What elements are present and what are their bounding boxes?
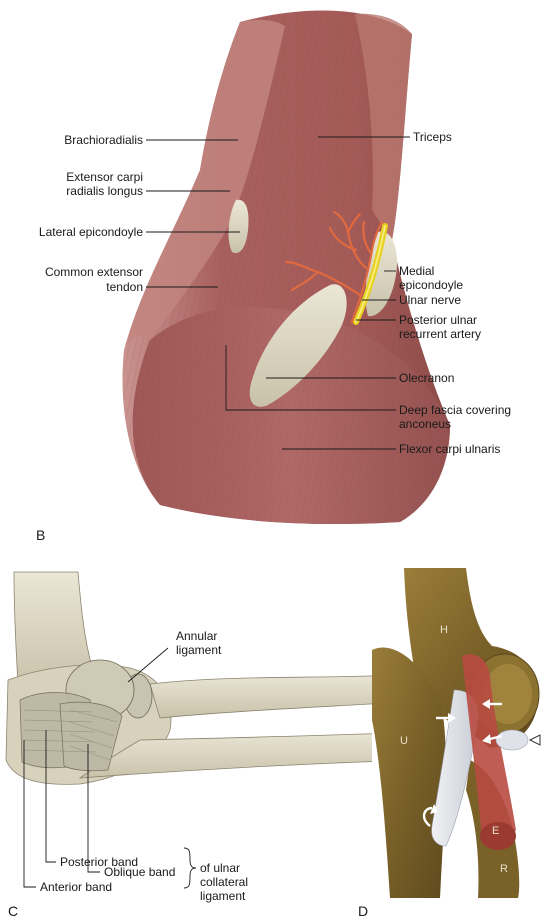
label-brachioradialis: Brachioradialis — [64, 133, 143, 147]
label-deep-fascia-line2: anconeus — [399, 417, 451, 431]
arrow-markers-d — [436, 699, 503, 744]
panel-letter-d: D — [358, 903, 368, 919]
label-ucl-line2: collateral — [200, 875, 248, 889]
label-medial-line2: epicondoyle — [399, 278, 463, 292]
panel-c-leaders — [23, 647, 197, 889]
panel-b-illustration — [122, 10, 450, 525]
label-olecranon: Olecranon — [399, 371, 454, 385]
panel-d-labels: H U E R D — [358, 624, 508, 919]
arrowhead-outline-d — [528, 734, 541, 746]
brachioradialis-muscle — [126, 19, 285, 345]
label-triceps: Triceps — [413, 130, 452, 144]
panel-b-labels: Brachioradialis Extensor carpi radialis … — [36, 130, 511, 543]
panel-d-illustration — [372, 568, 542, 898]
label-common-extensor-line2: tendon — [106, 280, 143, 294]
posterior-ulnar-recurrent-artery — [284, 210, 384, 324]
label-fcu: Flexor carpi ulnaris — [399, 442, 500, 456]
label-ulnar-nerve: Ulnar nerve — [399, 293, 461, 307]
label-medial-line1: Medial — [399, 264, 434, 278]
label-deep-fascia-line1: Deep fascia covering — [399, 403, 511, 417]
bone-label-r: R — [500, 863, 508, 875]
olecranon-bone — [249, 284, 347, 407]
label-ucl-line1: of ulnar — [200, 861, 240, 875]
label-ecrl-line2: radialis longus — [66, 184, 143, 198]
panel-letter-b: B — [36, 527, 45, 543]
panel-b-leaders — [146, 136, 410, 450]
label-posterior-band: Posterior band — [60, 855, 138, 869]
muscle-band-d — [462, 654, 516, 846]
label-ecrl-line1: Extensor carpi — [66, 170, 143, 184]
label-annular-line2: ligament — [176, 643, 222, 657]
triceps-ridge — [355, 13, 412, 240]
bone-label-u: U — [400, 735, 408, 747]
label-common-extensor-line1: Common extensor — [45, 265, 143, 279]
bone-label-h: H — [440, 624, 448, 636]
label-pura-line2: recurrent artery — [399, 327, 481, 341]
label-ucl-line3: ligament — [200, 889, 246, 903]
label-anterior-band: Anterior band — [40, 880, 112, 894]
panel-letter-c: C — [8, 903, 18, 919]
label-annular-line1: Annular — [176, 629, 217, 643]
label-oblique-band: Oblique band — [104, 865, 175, 879]
label-pura-line1: Posterior ulnar — [399, 313, 477, 327]
medial-epicondyle-bone — [365, 231, 398, 317]
panel-c-labels: Annular ligament Oblique band Posterior … — [8, 629, 248, 919]
bone-label-e: E — [492, 825, 499, 837]
label-lateral-epicondyle: Lateral epicondoyle — [39, 225, 143, 239]
ulna-bone-d — [372, 647, 446, 898]
lateral-epicondyle-bone — [228, 199, 249, 254]
curved-arrow-d — [422, 806, 433, 827]
